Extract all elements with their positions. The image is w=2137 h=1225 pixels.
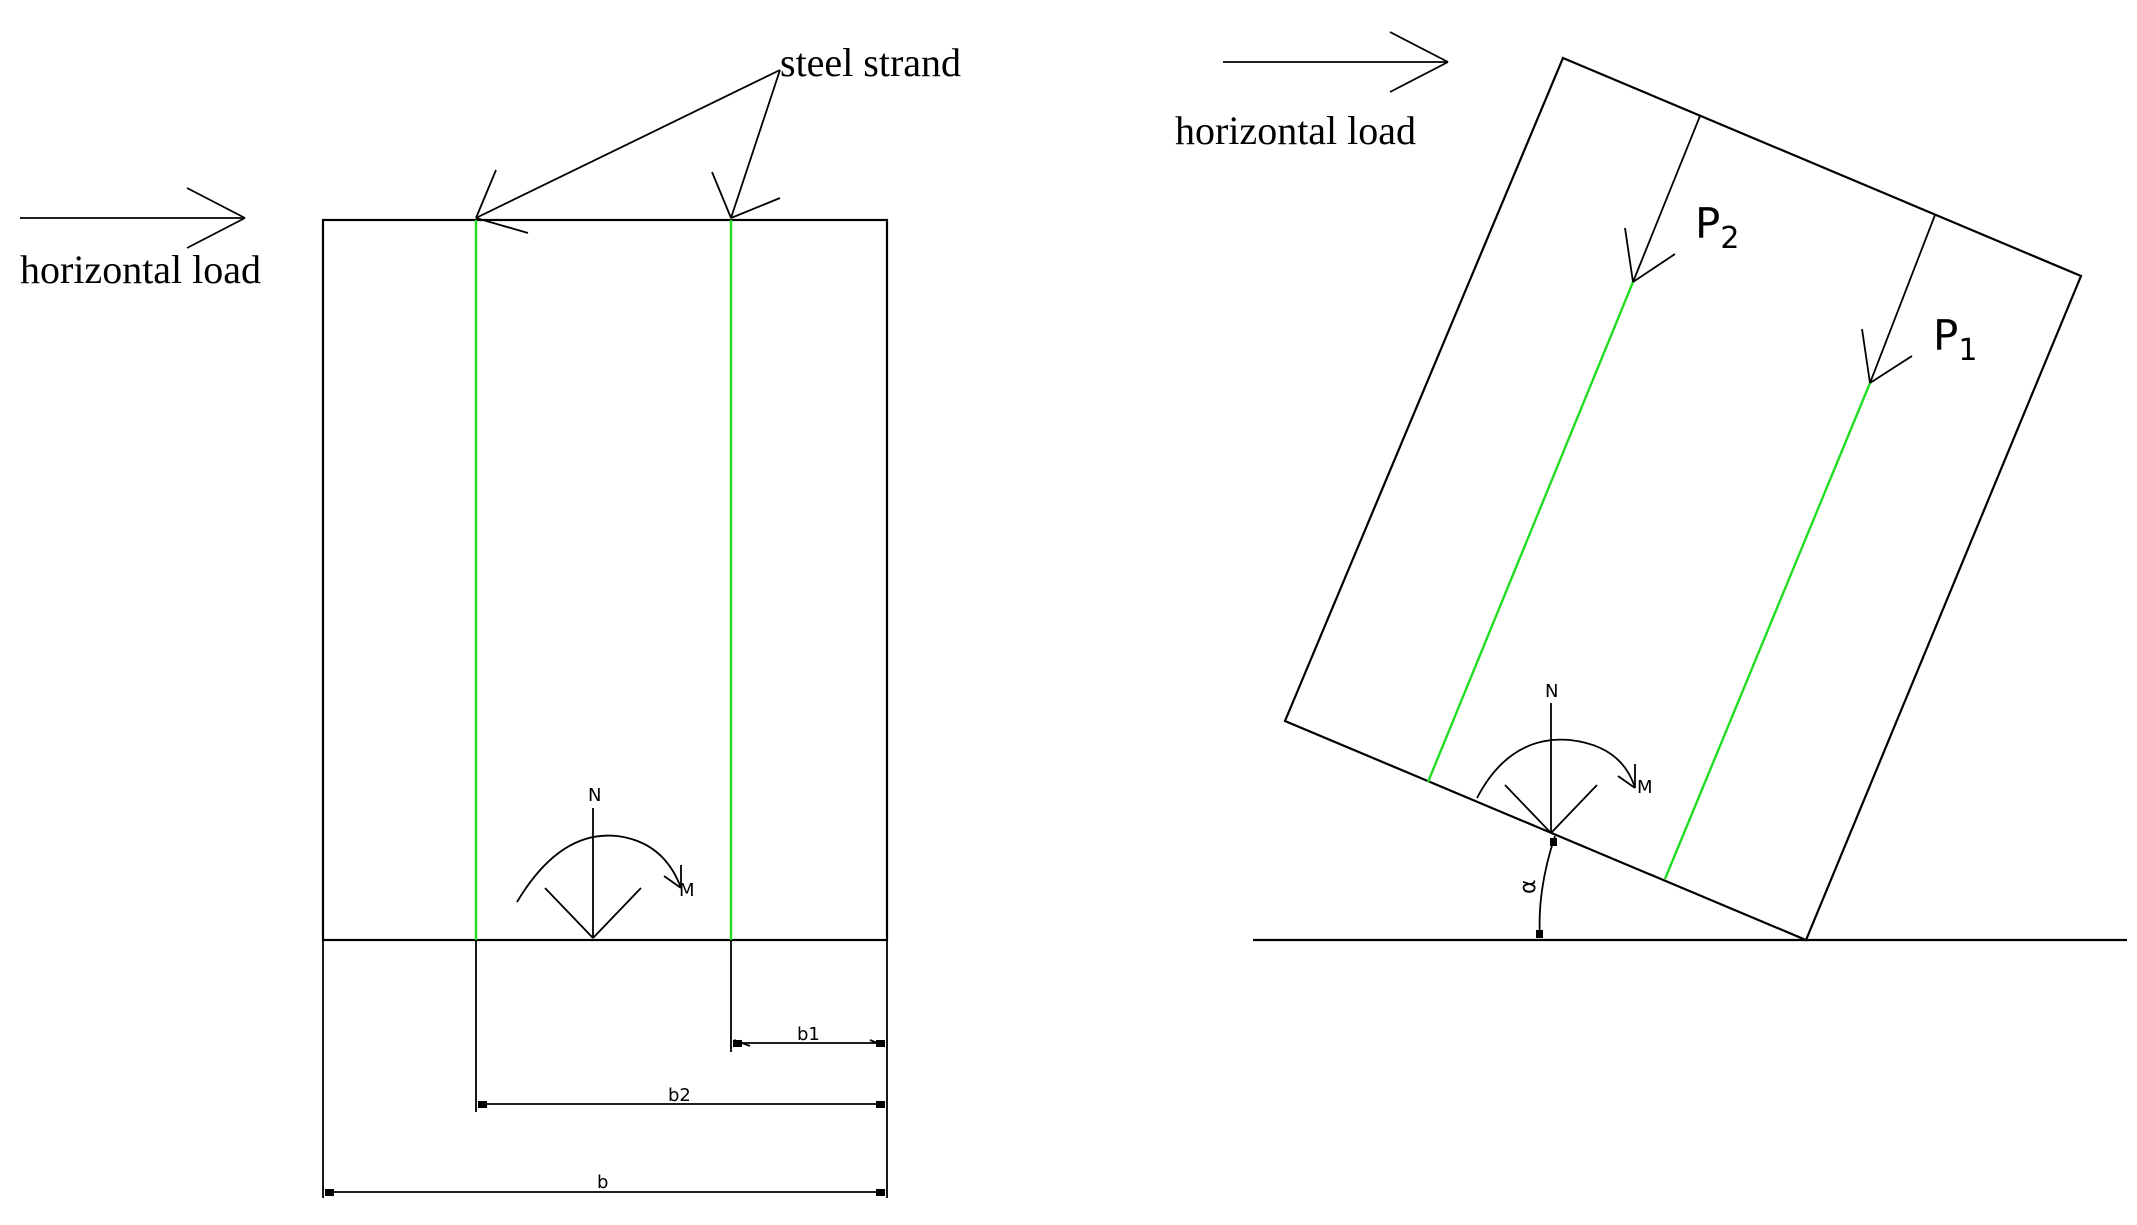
moment-label-right: M — [1637, 777, 1653, 798]
axial-force-arrow-left — [544, 808, 642, 939]
tendon-upper-2 — [1632, 115, 1701, 283]
tendon-force-p2-label: P2 — [1695, 199, 1739, 256]
moment-label-left: M — [679, 880, 695, 901]
dimension-b2 — [478, 1101, 885, 1108]
dimension-b-label: b — [597, 1172, 608, 1193]
block-outline-left — [321, 218, 889, 942]
dimension-b — [325, 1189, 885, 1196]
moment-arrow-left — [516, 834, 682, 903]
horizontal-load-label-right: horizontal load — [1175, 108, 1416, 153]
dimension-b1 — [733, 1039, 885, 1047]
block-outline-right — [1283, 56, 2083, 942]
dimension-extension-lines — [322, 940, 888, 1198]
horizontal-load-arrow-left — [20, 187, 246, 249]
tilt-angle-label: α — [1516, 879, 1541, 894]
upright-block-figure: horizontal load steel strand N — [20, 40, 961, 1198]
axial-force-label-left: N — [588, 785, 601, 806]
tendon-upper-1 — [1869, 214, 1936, 384]
steel-strand-label: steel strand — [780, 40, 961, 85]
steel-strand-2-right — [1426, 281, 1635, 783]
dimension-b1-label: b1 — [797, 1024, 820, 1045]
tendon-force-p1-arrow — [1861, 328, 1913, 384]
tendon-force-p2-arrow — [1624, 227, 1676, 283]
steel-strand-pointer-1 — [475, 69, 781, 234]
tilted-block-figure: horizontal load P2 P1 N — [1175, 31, 2127, 942]
axial-force-label-right: N — [1545, 681, 1558, 702]
steel-strand-pointer-2 — [711, 69, 781, 219]
axial-force-arrow-right — [1504, 703, 1598, 834]
tilt-angle-arc — [1536, 835, 1557, 939]
tendon-force-p1-label: P1 — [1933, 311, 1977, 368]
horizontal-load-label-left: horizontal load — [20, 247, 261, 292]
dimension-b2-label: b2 — [668, 1085, 691, 1106]
steel-strand-1-right — [1663, 382, 1872, 880]
moment-arrow-right — [1476, 738, 1636, 799]
horizontal-load-arrow-right — [1223, 31, 1449, 93]
